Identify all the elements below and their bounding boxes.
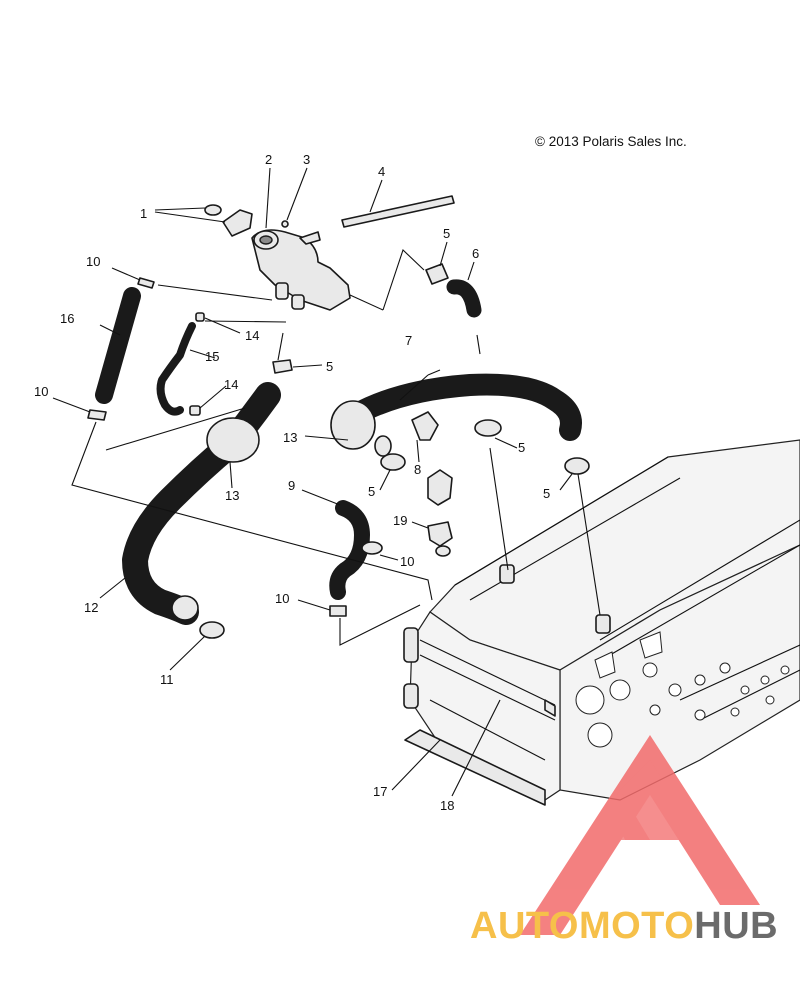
- part-10-clamp-b: [87, 409, 107, 421]
- watermark-logo-outer: [520, 735, 760, 935]
- part-5-clamp-d: [380, 453, 406, 471]
- callout-8: 8: [414, 462, 421, 477]
- watermark-text-part2: HUB: [694, 905, 778, 947]
- callout-numbers: 1 2 3 4 5 6 10 16 14 15 5 7 10 14 13 5 1…: [34, 152, 550, 813]
- part-7-hose: [330, 373, 582, 457]
- part-4-tube: [299, 195, 455, 245]
- callout-7: 7: [405, 333, 412, 348]
- part-15-hose: [156, 322, 196, 416]
- part-14-fitting-a: [195, 312, 205, 322]
- callout-16: 16: [60, 311, 74, 326]
- part-5-clamp-e: [564, 457, 590, 475]
- callout-10: 10: [275, 591, 289, 606]
- copyright-notice: © 2013 Polaris Sales Inc.: [535, 134, 687, 149]
- callout-1: 1: [140, 206, 147, 221]
- callout-5: 5: [543, 486, 550, 501]
- callout-14: 14: [224, 377, 238, 392]
- callout-13: 13: [225, 488, 239, 503]
- callout-6: 6: [472, 246, 479, 261]
- callout-5: 5: [326, 359, 333, 374]
- part-6-elbow: [446, 279, 482, 318]
- callout-9: 9: [288, 478, 295, 493]
- callout-17: 17: [373, 784, 387, 799]
- part-16-hose: [95, 287, 141, 404]
- part-5-clamp-a: [425, 263, 449, 285]
- callout-5: 5: [443, 226, 450, 241]
- part-10-clamp-a: [137, 277, 155, 289]
- callout-4: 4: [378, 164, 385, 179]
- part-5-clamp-b: [272, 359, 293, 374]
- watermark-text: AUTOMOTOHUB: [470, 905, 778, 947]
- callout-10: 10: [34, 384, 48, 399]
- part-8-fitting: [411, 411, 453, 506]
- callout-12: 12: [84, 600, 98, 615]
- part-1-cap: [204, 204, 253, 237]
- part-3-screw: [281, 220, 289, 228]
- part-2-coolant-tank: [251, 229, 351, 311]
- callout-10: 10: [86, 254, 100, 269]
- watermark-text-part1: AUTOMOTO: [470, 905, 694, 947]
- callout-11: 11: [160, 672, 174, 687]
- callout-5: 5: [518, 440, 525, 455]
- part-14-fitting-b: [189, 405, 201, 416]
- callout-19: 19: [393, 513, 407, 528]
- part-9-hose: [329, 500, 370, 600]
- watermark-logo: [520, 735, 760, 935]
- callout-3: 3: [303, 152, 310, 167]
- part-11-clamp: [199, 621, 225, 639]
- callout-18: 18: [440, 798, 454, 813]
- part-10-clamp-d: [329, 605, 347, 617]
- chassis-tunnel: [403, 439, 800, 806]
- part-13-ring: [105, 407, 260, 463]
- callout-15: 15: [205, 349, 219, 364]
- callout-13: 13: [283, 430, 297, 445]
- callout-10: 10: [400, 554, 414, 569]
- callout-5: 5: [368, 484, 375, 499]
- callout-14: 14: [245, 328, 259, 343]
- part-5-clamp-c: [474, 419, 502, 437]
- leader-lines: [52, 167, 601, 797]
- callout-2: 2: [265, 152, 272, 167]
- part-10-clamp-c: [361, 541, 383, 555]
- watermark-logo-arrow: [575, 790, 650, 880]
- part-19-thermostat: [427, 521, 453, 557]
